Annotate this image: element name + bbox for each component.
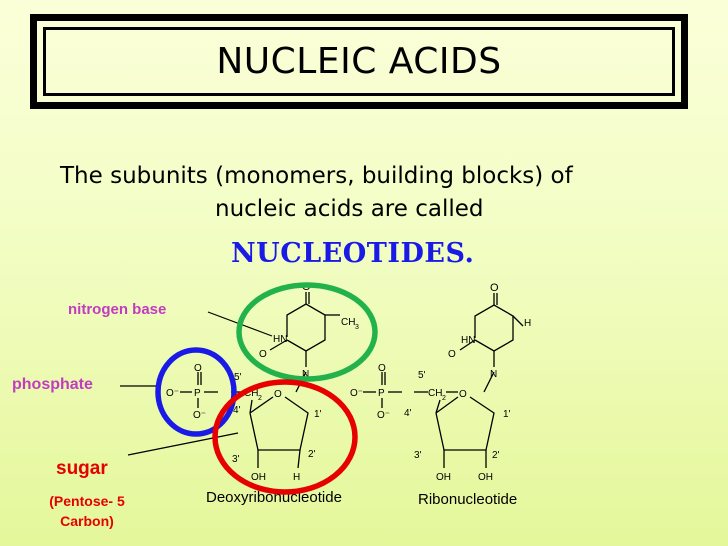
deoxy-atom-c5: 5'	[234, 372, 242, 383]
ribo-atom-hn: HN	[461, 335, 475, 346]
ribo-atom-o-p-left: O⁻	[350, 388, 363, 399]
ribonucleotide: O H HN O N O⁻ P O O⁻ 5' CH 2 O 4' 1' 3' …	[350, 282, 531, 508]
slide-title: NUCLEIC ACIDS	[216, 41, 502, 82]
label-sugar: sugar	[56, 458, 108, 479]
label-nitrogen-base: nitrogen base	[68, 301, 167, 318]
deoxy-atom-hn: HN	[273, 334, 287, 345]
ribo-atom-o-left: O	[448, 349, 456, 360]
title-inner-border	[43, 27, 675, 96]
ribo-atom-p: P	[378, 388, 385, 399]
subtitle: The subunits (monomers, building blocks)…	[60, 160, 700, 226]
label-pentose: (Pentose- 5 Carbon)	[49, 493, 125, 529]
ribo-caption: Ribonucleotide	[418, 491, 517, 508]
label-phosphate: phosphate	[12, 376, 93, 393]
deoxy-atom-o-p-top: O	[194, 363, 202, 374]
keyword-nucleotides: NUCLEOTIDES.	[231, 238, 475, 269]
deoxy-atom-ch2: CH	[244, 388, 258, 399]
deoxy-atom-c2: 2'	[308, 449, 316, 460]
subtitle-line-1: The subunits (monomers, building blocks)…	[60, 163, 573, 189]
circle-nitrogen-base	[236, 282, 378, 382]
ribo-atom-c5: 5'	[418, 370, 426, 381]
deoxy-atom-n: N	[302, 369, 309, 380]
deoxy-atom-p: P	[194, 388, 201, 399]
ribo-atom-ring-o: O	[459, 389, 467, 400]
ribo-atom-ch2: CH	[428, 388, 442, 399]
title-box: NUCLEIC ACIDS	[30, 14, 688, 109]
ribo-atom-c4: 4'	[404, 408, 412, 419]
ribo-atom-ch2-sub: 2	[442, 395, 446, 402]
ribo-atom-h-top: H	[524, 318, 531, 329]
deoxyribonucleotide: O CH 3 HN O N O⁻ P O O⁻ 5' CH 2 O 4' 1' …	[166, 281, 359, 506]
deoxy-atom-ch3-sub: 3	[355, 324, 359, 331]
deoxy-atom-ring-o: O	[274, 389, 282, 400]
deoxy-atom-h: H	[293, 472, 300, 483]
ribo-atom-oh1: OH	[436, 472, 451, 483]
deoxy-atom-o-left: O	[259, 349, 267, 360]
deoxy-atom-c1: 1'	[314, 409, 322, 420]
deoxy-atom-ch3: CH	[341, 317, 355, 328]
deoxy-atom-ch2-sub: 2	[258, 395, 262, 402]
ribo-atom-o-top: O	[490, 282, 499, 294]
deoxy-atom-o-p-bot: O⁻	[193, 410, 206, 421]
deoxy-atom-c3: 3'	[232, 454, 240, 465]
deoxy-caption: Deoxyribonucleotide	[206, 489, 342, 506]
ribo-atom-o-p-top: O	[378, 363, 386, 374]
ribo-atom-c1: 1'	[503, 409, 511, 420]
deoxy-atom-oh: OH	[251, 472, 266, 483]
ribo-atom-o-p-bot: O⁻	[377, 410, 390, 421]
ribo-atom-n: N	[490, 369, 497, 380]
subtitle-line-2: nucleic acids are called	[215, 196, 484, 222]
circle-sugar	[212, 379, 358, 495]
pointer-sugar	[127, 432, 239, 456]
deoxy-atom-c4: 4'	[233, 405, 241, 416]
deoxy-atom-o-p-left: O⁻	[166, 388, 179, 399]
circle-phosphate	[155, 347, 237, 437]
ribo-atom-c2: 2'	[492, 450, 500, 461]
ribo-atom-oh2: OH	[478, 472, 493, 483]
ribo-atom-c3: 3'	[414, 450, 422, 461]
